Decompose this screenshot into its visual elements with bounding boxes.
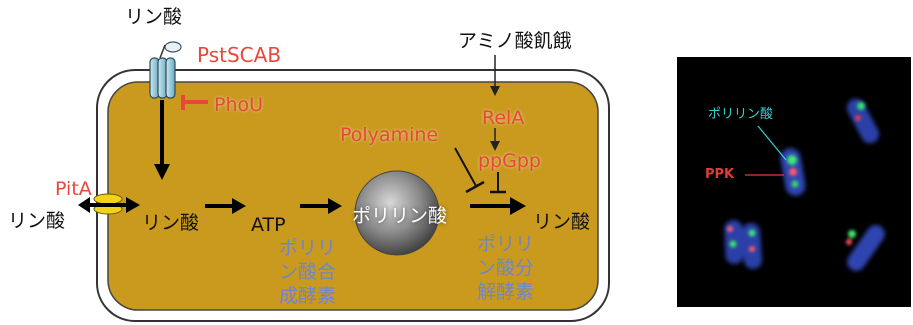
arrow-rela-to-ppgpp — [490, 128, 500, 151]
label-polyphosphate-degrading-enzyme: ポリリ ン酸分 解酵素 — [477, 233, 535, 303]
phou-inhibition-mark — [181, 95, 208, 110]
label-rela: RelA — [482, 107, 525, 129]
micrograph-label-polyphosphate: ポリリン酸 — [708, 107, 774, 122]
arrow-to-atp — [205, 198, 246, 214]
arrow-uptake-pita — [78, 197, 140, 213]
polyphosphate-granule — [354, 170, 440, 256]
label-ppgpp: ppGpp — [478, 150, 541, 172]
label-amino-starvation: アミノ酸飢餓 — [458, 30, 572, 52]
arrow-to-polyphosphate — [300, 198, 342, 214]
bacterium-cell — [847, 225, 885, 271]
label-pstscab: PstSCAB — [197, 43, 282, 67]
label-phosphate-inside: リン酸 — [142, 212, 200, 234]
pstscab-transporter — [149, 41, 182, 99]
label-polyamine: Polyamine — [340, 124, 439, 146]
pointer-line-polyphosphate — [757, 125, 787, 161]
polyamine-inhibition-mark — [454, 147, 485, 194]
label-phou: PhoU — [214, 94, 264, 116]
label-phosphate-top: リン酸 — [125, 6, 183, 28]
label-polyphosphate-synthase: ポリリ ン酸合 成酵素 — [279, 237, 337, 307]
arrow-starvation-to-rela — [490, 55, 500, 96]
label-pita: PitA — [55, 178, 92, 200]
fluorescent-spots — [727, 102, 865, 252]
label-phosphate-product: リン酸 — [533, 211, 591, 233]
bacterium-cell — [846, 98, 880, 144]
micrograph-label-ppk: PPK — [705, 167, 735, 182]
ppgpp-inhibition-mark — [490, 172, 506, 194]
arrow-uptake-pstscab — [154, 100, 170, 180]
label-polyphosphate: ポリリン酸 — [352, 205, 448, 227]
label-atp: ATP — [251, 214, 286, 236]
arrow-degradation — [470, 197, 526, 215]
label-phosphate-outside: リン酸 — [8, 210, 66, 232]
